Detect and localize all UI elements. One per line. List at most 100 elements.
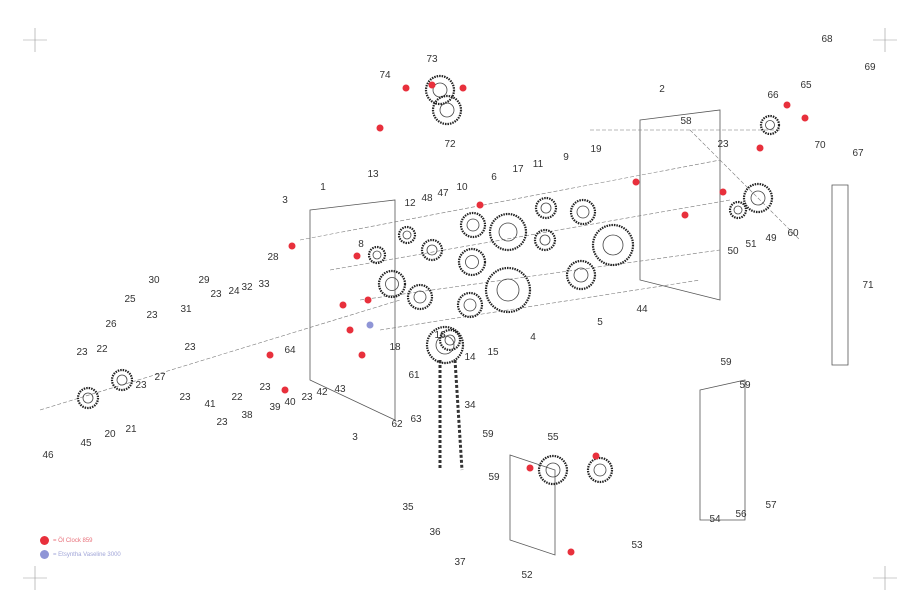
gear (397, 225, 417, 245)
part-number-label: 12 (404, 198, 416, 209)
gear-hub (372, 250, 382, 260)
part-number-label: 44 (636, 304, 648, 315)
gear (591, 223, 635, 267)
gear (586, 456, 614, 484)
oil-point-dot (526, 464, 534, 472)
part-number-label: 30 (148, 275, 160, 286)
part-number-label: 72 (444, 139, 456, 150)
gear (457, 247, 487, 277)
part-number-label: 67 (852, 148, 864, 159)
part-number-label: 62 (391, 419, 403, 430)
oil-point-dot (801, 114, 809, 122)
gear-hub (540, 202, 552, 214)
part-number-label: 42 (316, 387, 328, 398)
oil-point-dot (402, 84, 410, 92)
gear (569, 198, 597, 226)
part-number-label: 1 (320, 182, 326, 193)
part-number-label: 48 (421, 193, 433, 204)
oil-point-dot (339, 301, 347, 309)
oil-point-dot (358, 351, 366, 359)
part-number-label: 33 (258, 279, 270, 290)
gear-hub (496, 278, 520, 302)
part-number-label: 23 (184, 342, 196, 353)
frame-plate (309, 199, 396, 421)
oil-point-dot (719, 188, 727, 196)
part-number-label: 23 (301, 392, 313, 403)
oil-point-dot (376, 124, 384, 132)
gear-hub (465, 255, 479, 269)
gear (420, 238, 444, 262)
frame-plate (831, 184, 849, 366)
oil-point-dot (783, 101, 791, 109)
part-number-label: 31 (180, 304, 192, 315)
part-number-label: 51 (745, 239, 757, 250)
part-number-label: 23 (717, 139, 729, 150)
part-number-label: 23 (179, 392, 191, 403)
frame-plate (699, 379, 746, 521)
part-number-label: 23 (216, 417, 228, 428)
part-number-label: 50 (727, 246, 739, 257)
gear (406, 283, 434, 311)
part-number-label: 57 (765, 500, 777, 511)
part-number-label: 68 (821, 34, 833, 45)
oil-point-dot (459, 84, 467, 92)
part-number-label: 36 (429, 527, 441, 538)
gear (377, 269, 407, 299)
part-number-label: 6 (491, 172, 497, 183)
oil-dot-icon (40, 536, 49, 545)
part-number-label: 66 (767, 90, 779, 101)
gear-hub (435, 335, 455, 355)
oil-point-dot (567, 548, 575, 556)
part-number-label: 22 (96, 344, 108, 355)
gear (565, 259, 597, 291)
oil-point-dot (288, 242, 296, 250)
legend-label: = Etsyntha Vaseline 3000 (53, 551, 121, 558)
part-number-label: 34 (464, 400, 476, 411)
oil-point-dot (756, 144, 764, 152)
gear (459, 211, 487, 239)
part-number-label: 23 (135, 380, 147, 391)
part-number-label: 53 (631, 540, 643, 551)
gear (537, 454, 569, 486)
oil-point-dot (346, 326, 354, 334)
gear-hub (82, 392, 94, 404)
part-number-label: 40 (284, 397, 296, 408)
gear (534, 196, 558, 220)
part-number-label: 3 (352, 432, 358, 443)
part-number-label: 59 (720, 357, 732, 368)
gear-hub (116, 374, 128, 386)
part-number-label: 35 (402, 502, 414, 513)
gear-hub (576, 205, 590, 219)
gear (110, 368, 134, 392)
part-number-label: 23 (146, 310, 158, 321)
oil-point-dot (353, 252, 361, 260)
gear (533, 228, 557, 252)
gear (367, 245, 387, 265)
oil-point-dot (476, 201, 484, 209)
gear (484, 266, 532, 314)
gear-hub (733, 205, 743, 215)
oil-point-dot (681, 211, 689, 219)
oil-point-dot (632, 178, 640, 186)
part-number-label: 2 (659, 84, 665, 95)
part-number-label: 27 (154, 372, 166, 383)
gear (431, 94, 463, 126)
part-number-label: 59 (488, 472, 500, 483)
part-number-label: 56 (735, 509, 747, 520)
gear-hub (545, 462, 561, 478)
part-number-label: 19 (590, 144, 602, 155)
part-number-label: 71 (862, 280, 874, 291)
part-number-label: 43 (334, 384, 346, 395)
part-number-label: 54 (709, 514, 721, 525)
gear (742, 182, 774, 214)
gear-hub (466, 218, 480, 232)
part-number-label: 28 (267, 252, 279, 263)
gear-hub (573, 267, 589, 283)
gear (728, 200, 748, 220)
part-number-label: 46 (42, 450, 54, 461)
gear (456, 291, 484, 319)
part-number-label: 61 (408, 370, 420, 381)
gear-hub (413, 290, 427, 304)
